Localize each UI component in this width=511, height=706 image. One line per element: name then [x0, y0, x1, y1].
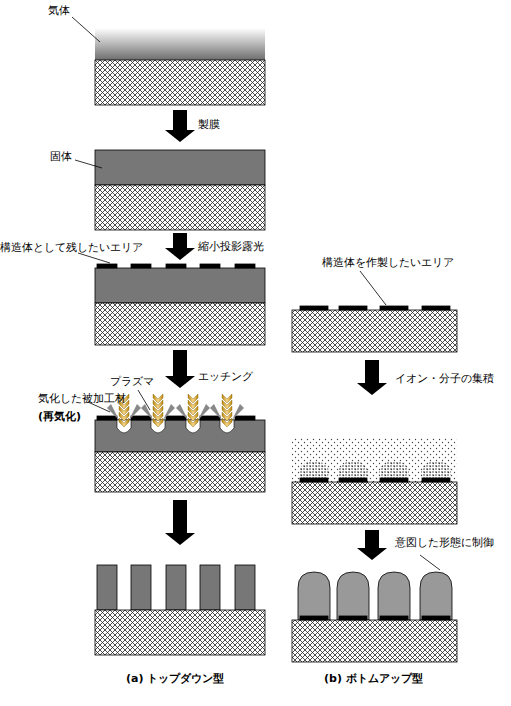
- mask-pattern: [200, 416, 220, 420]
- grown-structure: [337, 572, 369, 620]
- caption-label: 固体: [50, 150, 72, 163]
- vapor-spray: [107, 404, 119, 420]
- caption-label: 構造体として残したいエリア: [0, 241, 143, 254]
- caption-label: プラズマ: [110, 375, 154, 388]
- caption-label: 縮小投影露光: [198, 240, 264, 253]
- solid-film: [95, 268, 265, 303]
- etched-pillar: [235, 565, 255, 610]
- process-arrow: [165, 350, 195, 388]
- plasma-beam: [119, 418, 129, 427]
- mask-pattern: [235, 416, 255, 420]
- grown-structure: [298, 572, 330, 620]
- etched-pillar: [97, 565, 117, 610]
- process-arrow: [165, 500, 195, 545]
- plasma-beam: [153, 418, 163, 427]
- mask-pattern: [300, 306, 328, 310]
- grown-structure: [378, 572, 410, 620]
- vapor-spray: [163, 404, 175, 420]
- caption-label: 意図した形態に制御: [395, 536, 494, 549]
- accumulating-cluster: [299, 461, 329, 483]
- substrate: [292, 620, 457, 662]
- mask-pattern: [300, 478, 328, 482]
- mask-pattern: [380, 306, 408, 310]
- substrate: [95, 610, 265, 655]
- mask-pattern: [131, 264, 151, 268]
- accumulating-cluster: [379, 461, 409, 483]
- caption-label: 気化した被加工材: [38, 392, 126, 405]
- vapor-spray: [232, 404, 244, 420]
- mask-pattern: [339, 616, 367, 620]
- caption-label: (b) ボトムアップ型: [324, 672, 423, 685]
- mask-pattern: [422, 616, 450, 620]
- mask-pattern: [339, 306, 367, 310]
- mask-pattern: [97, 264, 117, 268]
- accumulating-cluster: [421, 461, 451, 483]
- process-arrow: [357, 530, 387, 560]
- substrate: [292, 310, 457, 352]
- mask-pattern: [97, 416, 117, 420]
- leader-line: [420, 555, 440, 570]
- etched-pillar: [166, 565, 186, 610]
- plasma-beam: [188, 418, 198, 427]
- accumulating-cluster: [338, 461, 368, 483]
- caption-label: 気体: [48, 4, 70, 17]
- process-arrow: [165, 233, 195, 260]
- ion-molecule-cloud: [292, 438, 457, 482]
- etched-pillar: [131, 565, 151, 610]
- vapor-spray: [210, 404, 222, 420]
- solid-film: [95, 150, 265, 185]
- mask-pattern: [380, 616, 408, 620]
- plasma-beam: [222, 418, 232, 427]
- vapor-spray: [129, 404, 141, 420]
- caption-label: (再気化): [38, 410, 81, 423]
- grown-structure: [420, 572, 452, 620]
- mask-pattern: [422, 306, 450, 310]
- substrate: [292, 482, 457, 524]
- vapor-spray: [176, 404, 188, 420]
- leader-line: [78, 253, 110, 263]
- vapor-spray: [198, 404, 210, 420]
- mask-pattern: [235, 264, 255, 268]
- caption-label: 製膜: [198, 118, 220, 131]
- substrate: [95, 452, 265, 492]
- mask-pattern: [339, 478, 367, 482]
- process-arrow: [165, 110, 195, 142]
- mask-pattern: [422, 478, 450, 482]
- mask-pattern: [166, 416, 186, 420]
- substrate: [95, 303, 265, 345]
- caption-label: (a) トップダウン型: [126, 672, 224, 685]
- leader-line: [72, 17, 100, 42]
- gas-layer: [95, 28, 265, 60]
- vapor-spray: [141, 404, 153, 420]
- mask-pattern: [380, 478, 408, 482]
- mask-pattern: [166, 264, 186, 268]
- caption-label: イオン・分子の集積: [395, 372, 494, 385]
- mask-pattern: [131, 416, 151, 420]
- process-arrow: [357, 360, 387, 395]
- caption-label: 構造体を作製したいエリア: [322, 256, 454, 269]
- substrate: [95, 60, 265, 105]
- caption-label: エッチング: [198, 370, 253, 383]
- leader-line: [75, 160, 102, 168]
- mask-pattern: [200, 264, 220, 268]
- mask-pattern: [300, 616, 328, 620]
- leader-line: [360, 271, 386, 305]
- substrate: [95, 185, 265, 230]
- solid-film: [95, 420, 265, 452]
- leader-line: [138, 390, 150, 410]
- etched-pillar: [200, 565, 220, 610]
